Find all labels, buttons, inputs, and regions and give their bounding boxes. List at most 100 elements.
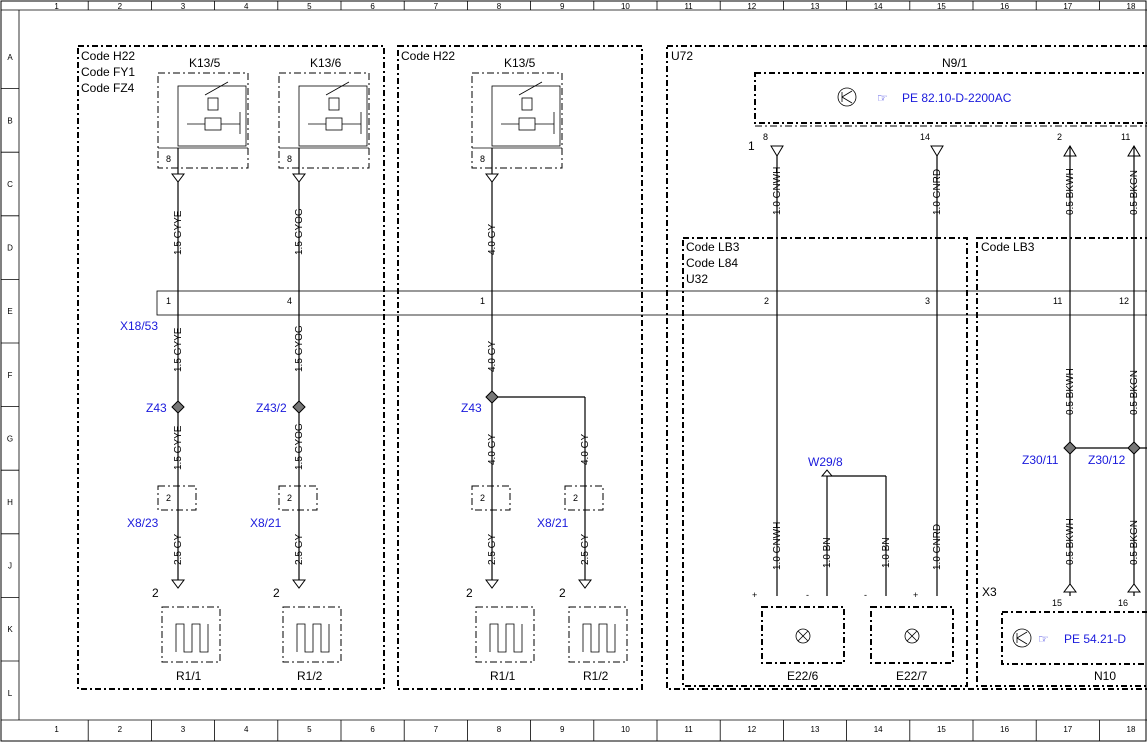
svg-text:1.5 GYOG: 1.5 GYOG [294,208,305,255]
column-number: 2 [118,2,123,11]
svg-text:+: + [752,590,757,600]
splice-z43-left [171,400,185,414]
column-number: 8 [497,725,502,734]
svg-text:R1/2: R1/2 [583,669,609,683]
column-number: 11 [684,2,693,11]
arrow-r1-2-mid [578,579,592,589]
svg-text:2.5 GY: 2.5 GY [173,534,184,565]
column-number: 12 [747,725,756,734]
plug-x8-21-left: 2 [278,485,318,511]
svg-text:1.5 GYYE: 1.5 GYYE [173,425,184,470]
u32-label: U32 [686,272,708,286]
region-code-h22-fy1-fz4 [77,45,385,690]
region-u72 [666,45,1147,690]
svg-text:1.5 GYYE: 1.5 GYYE [173,210,184,255]
arrow-k13-5-left [171,173,185,183]
wire-labels: 1.5 GYYE 1.5 GYYE 1.5 GYYE 2.5 GY 1.5 GY… [173,167,1140,570]
svg-text:X8/21: X8/21 [537,516,569,530]
row-letter: H [7,498,13,507]
svg-text:2: 2 [573,493,578,503]
column-number: 15 [937,2,946,11]
svg-text:4.0 GY: 4.0 GY [487,434,498,465]
column-number: 5 [307,725,312,734]
column-number: 16 [1000,725,1009,734]
plug-x8-23: 2 [157,485,197,511]
svg-text:1.0 GNRD: 1.0 GNRD [932,169,943,215]
column-number: 14 [874,2,883,11]
relay-k13-5-mid: K13/5 8 [471,56,563,174]
connector-bar-x18-53 [156,290,1147,316]
column-number: 11 [684,725,693,734]
column-number: 6 [370,725,375,734]
column-number: 18 [1127,2,1136,11]
svg-text:2: 2 [152,586,159,600]
svg-text:1.0 GNWH: 1.0 GNWH [772,167,783,215]
svg-text:12: 12 [1119,296,1129,306]
row-letter: L [8,689,13,698]
hand-pointer-icon-2: ☞ [1038,632,1049,646]
module-n10: X3 15 16 ☞ PE 54.21-D N10 [982,585,1147,683]
column-number: 6 [370,2,375,11]
column-number: 9 [560,2,565,11]
row-letter: E [7,307,12,316]
column-number: 5 [307,2,312,11]
splice-z43-2 [292,400,306,414]
row-letter: G [7,434,13,443]
code-fy1-label: Code FY1 [81,65,135,79]
column-number: 3 [181,725,186,734]
column-number: 12 [747,2,756,11]
column-number: 13 [811,725,820,734]
hand-pointer-icon: ☞ [877,91,888,105]
svg-text:X8/21: X8/21 [250,516,282,530]
x18-53-label: X18/53 [120,319,158,333]
svg-text:R1/1: R1/1 [176,669,202,683]
svg-text:11: 11 [1053,296,1062,306]
svg-text:8: 8 [166,154,171,164]
arrow-k13-6 [292,173,306,183]
svg-text:R1/2: R1/2 [297,669,323,683]
arrow-n10-pin15 [1063,583,1077,593]
heater-r1-2-left: 2 R1/2 [273,586,342,683]
svg-text:K13/6: K13/6 [310,56,342,70]
code-h22-label: Code H22 [81,49,135,63]
svg-text:1.5 GYOG: 1.5 GYOG [294,325,305,372]
column-number: 3 [181,2,186,11]
column-number: 10 [621,2,630,11]
region-u32 [682,237,968,687]
svg-text:E22/7: E22/7 [896,669,928,683]
svg-text:0.5 BKGN: 0.5 BKGN [1129,370,1140,415]
column-number: 4 [244,725,249,734]
arrow-r1-2-left [292,579,306,589]
column-number: 1 [54,725,59,734]
column-number: 17 [1063,2,1072,11]
svg-text:16: 16 [1118,598,1128,608]
plug-x8-21-mid-a: 2 [471,485,511,511]
svg-text:4.0 GY: 4.0 GY [580,434,591,465]
svg-text:3: 3 [925,296,930,306]
lamp-e22-6: + - E22/6 [752,590,845,683]
splice-z30-12 [1127,441,1141,455]
svg-text:2: 2 [764,296,769,306]
column-number: 17 [1063,725,1072,734]
svg-text:2: 2 [287,493,292,503]
svg-text:1.5 GYYE: 1.5 GYYE [173,327,184,372]
splice-z43-mid [485,390,499,404]
svg-text:2: 2 [273,586,280,600]
row-letter: C [7,180,13,189]
splice-z30-11 [1063,441,1077,455]
column-number: 1 [54,2,59,11]
column-number: 7 [434,725,439,734]
svg-text:+: + [913,590,918,600]
reference-link-pe54[interactable]: PE 54.21-D [1064,632,1126,646]
svg-text:0.5 BKWH: 0.5 BKWH [1065,168,1076,215]
svg-text:Z30/12: Z30/12 [1088,453,1126,467]
row-letter: J [8,562,12,571]
svg-text:8: 8 [763,132,768,142]
svg-text:K13/5: K13/5 [189,56,221,70]
svg-text:2.5 GY: 2.5 GY [580,534,591,565]
svg-text:1: 1 [748,139,755,153]
svg-text:X3: X3 [982,585,997,599]
reference-link-pe82[interactable]: PE 82.10-D-2200AC [902,91,1012,105]
svg-text:1.0 BN: 1.0 BN [822,537,833,568]
